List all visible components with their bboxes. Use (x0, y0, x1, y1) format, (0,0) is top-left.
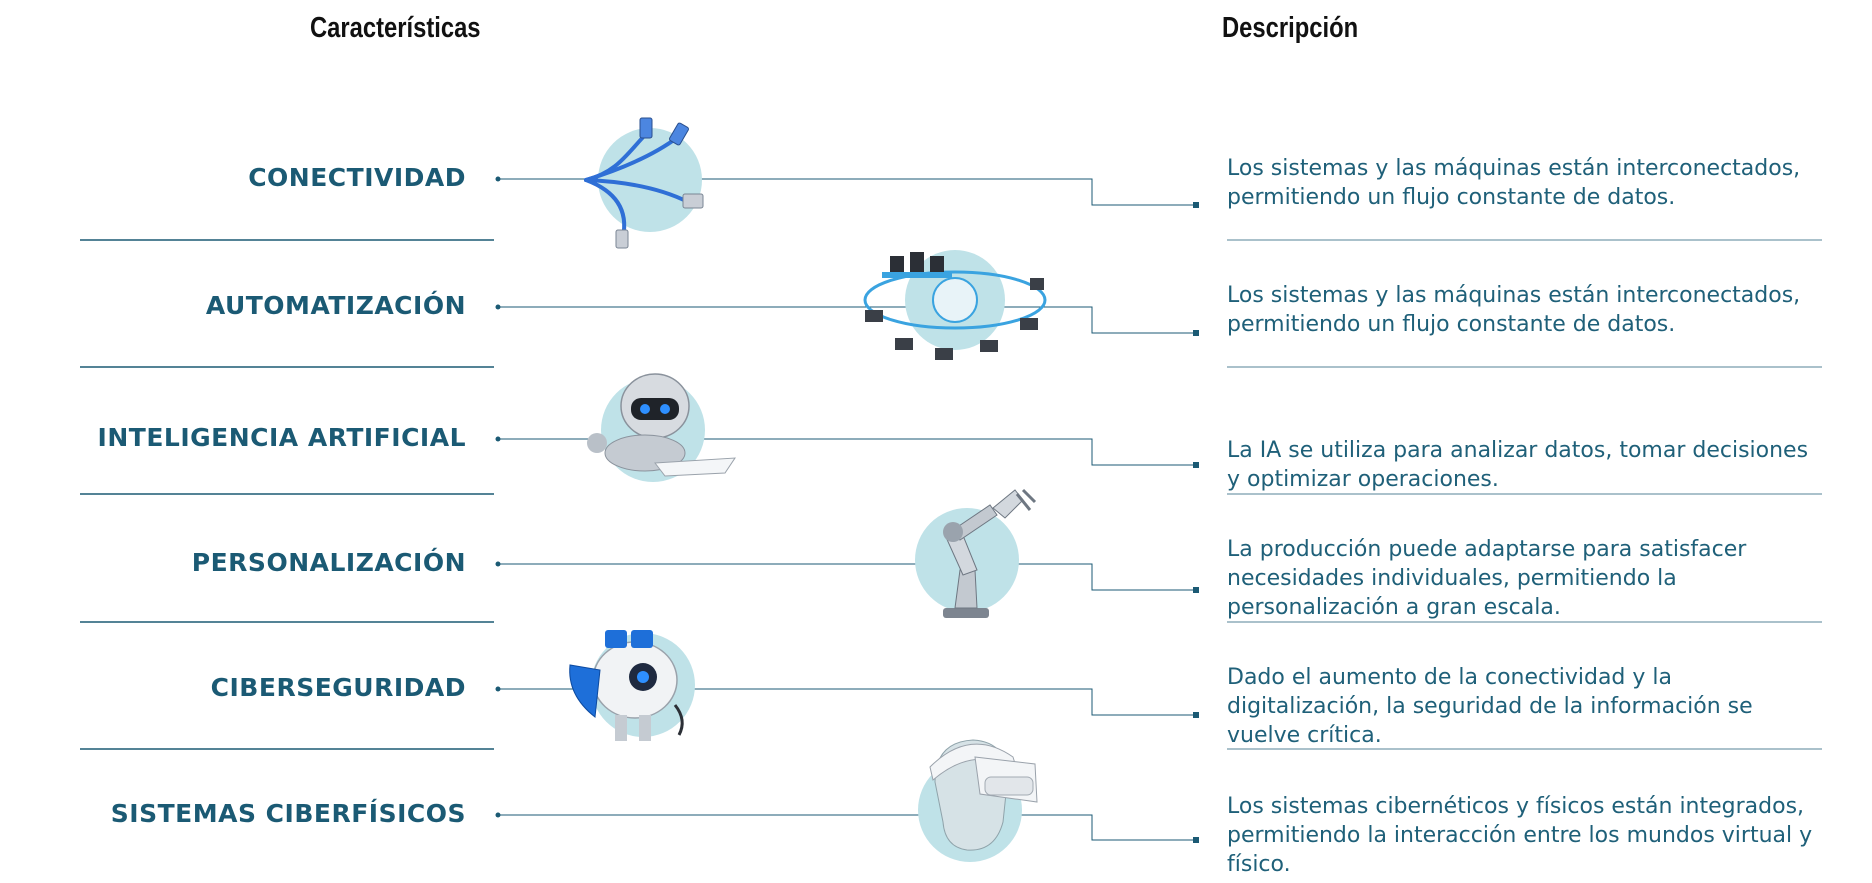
feature-label: SISTEMAS CIBERFÍSICOS (110, 799, 466, 828)
security-robot-icon (569, 630, 695, 741)
description-text: Los sistemas y las máquinas están interc… (1227, 283, 1801, 337)
connector-dot (495, 812, 501, 818)
connector-line (498, 563, 1196, 591)
description-text: Los sistemas cibernéticos y físicos está… (1227, 794, 1813, 877)
connector-dot (495, 436, 501, 442)
connector-end (1193, 462, 1199, 468)
description-text: La IA se utiliza para analizar datos, to… (1227, 438, 1809, 492)
description-text: Los sistemas y las máquinas están interc… (1227, 156, 1801, 210)
connector-dot (495, 176, 501, 182)
connector-end (1193, 837, 1199, 843)
connector-line (498, 814, 1196, 841)
robotic-arm-icon (915, 488, 1037, 618)
header-descripcion: Descripción (1222, 12, 1359, 44)
feature-label: INTELIGENCIA ARTIFICIAL (97, 423, 466, 452)
feature-label: CONECTIVIDAD (248, 163, 466, 192)
connector-dot (495, 686, 501, 692)
description-text: Dado el aumento de la conectividad y la … (1227, 665, 1753, 748)
robot-reading-icon (587, 373, 736, 482)
network-cables-icon (584, 117, 704, 249)
connector-end (1193, 712, 1199, 718)
connector-dot (495, 304, 501, 310)
connector-end (1193, 587, 1199, 593)
description-text: La producción puede adaptarse para satis… (1227, 537, 1747, 620)
connector-line (498, 688, 1196, 716)
feature-label: AUTOMATIZACIÓN (205, 291, 466, 320)
connector-end (1193, 202, 1199, 208)
connector-dot (495, 561, 501, 567)
feature-label: PERSONALIZACIÓN (191, 548, 466, 577)
connector-line (498, 306, 1196, 334)
vr-headset-icon (918, 739, 1038, 862)
server-network-icon (863, 250, 1047, 360)
header-caracteristicas: Características (310, 12, 481, 44)
connector-line (498, 178, 1196, 206)
feature-label: CIBERSEGURIDAD (210, 673, 466, 702)
connector-end (1193, 330, 1199, 336)
connector-line (498, 438, 1196, 466)
